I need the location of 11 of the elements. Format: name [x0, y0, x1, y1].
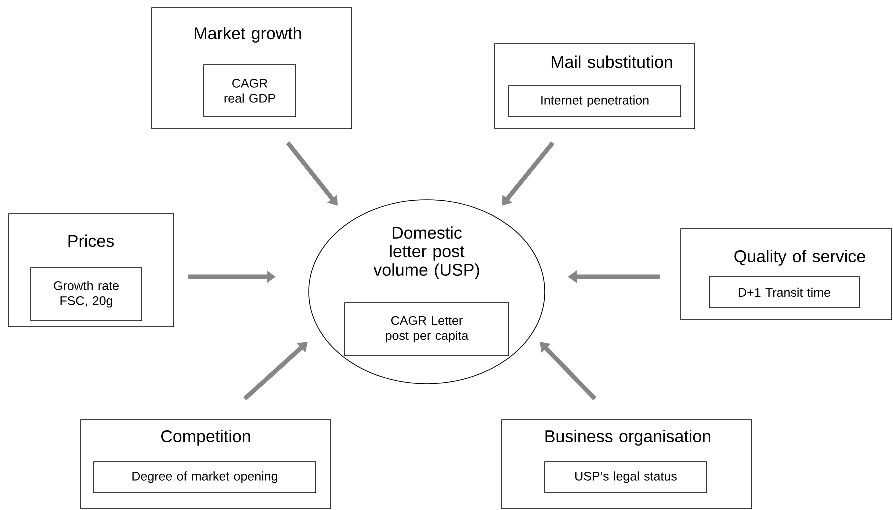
arrow — [502, 142, 555, 206]
factor-box: USP‘s legal status — [544, 462, 708, 494]
factor-box: CAGR Letter post per capita — [344, 302, 510, 356]
factor-box: D+1 Transit time — [709, 276, 860, 308]
arrow — [286, 142, 338, 206]
factor-box: Internet penetration — [508, 86, 682, 118]
factor-box: Growth rate FSC, 20g — [30, 268, 142, 322]
factor-box: CAGR real GDP — [204, 64, 296, 118]
arrow — [244, 342, 308, 401]
arrow — [540, 342, 597, 401]
factor-box: Degree of market opening — [94, 462, 316, 494]
